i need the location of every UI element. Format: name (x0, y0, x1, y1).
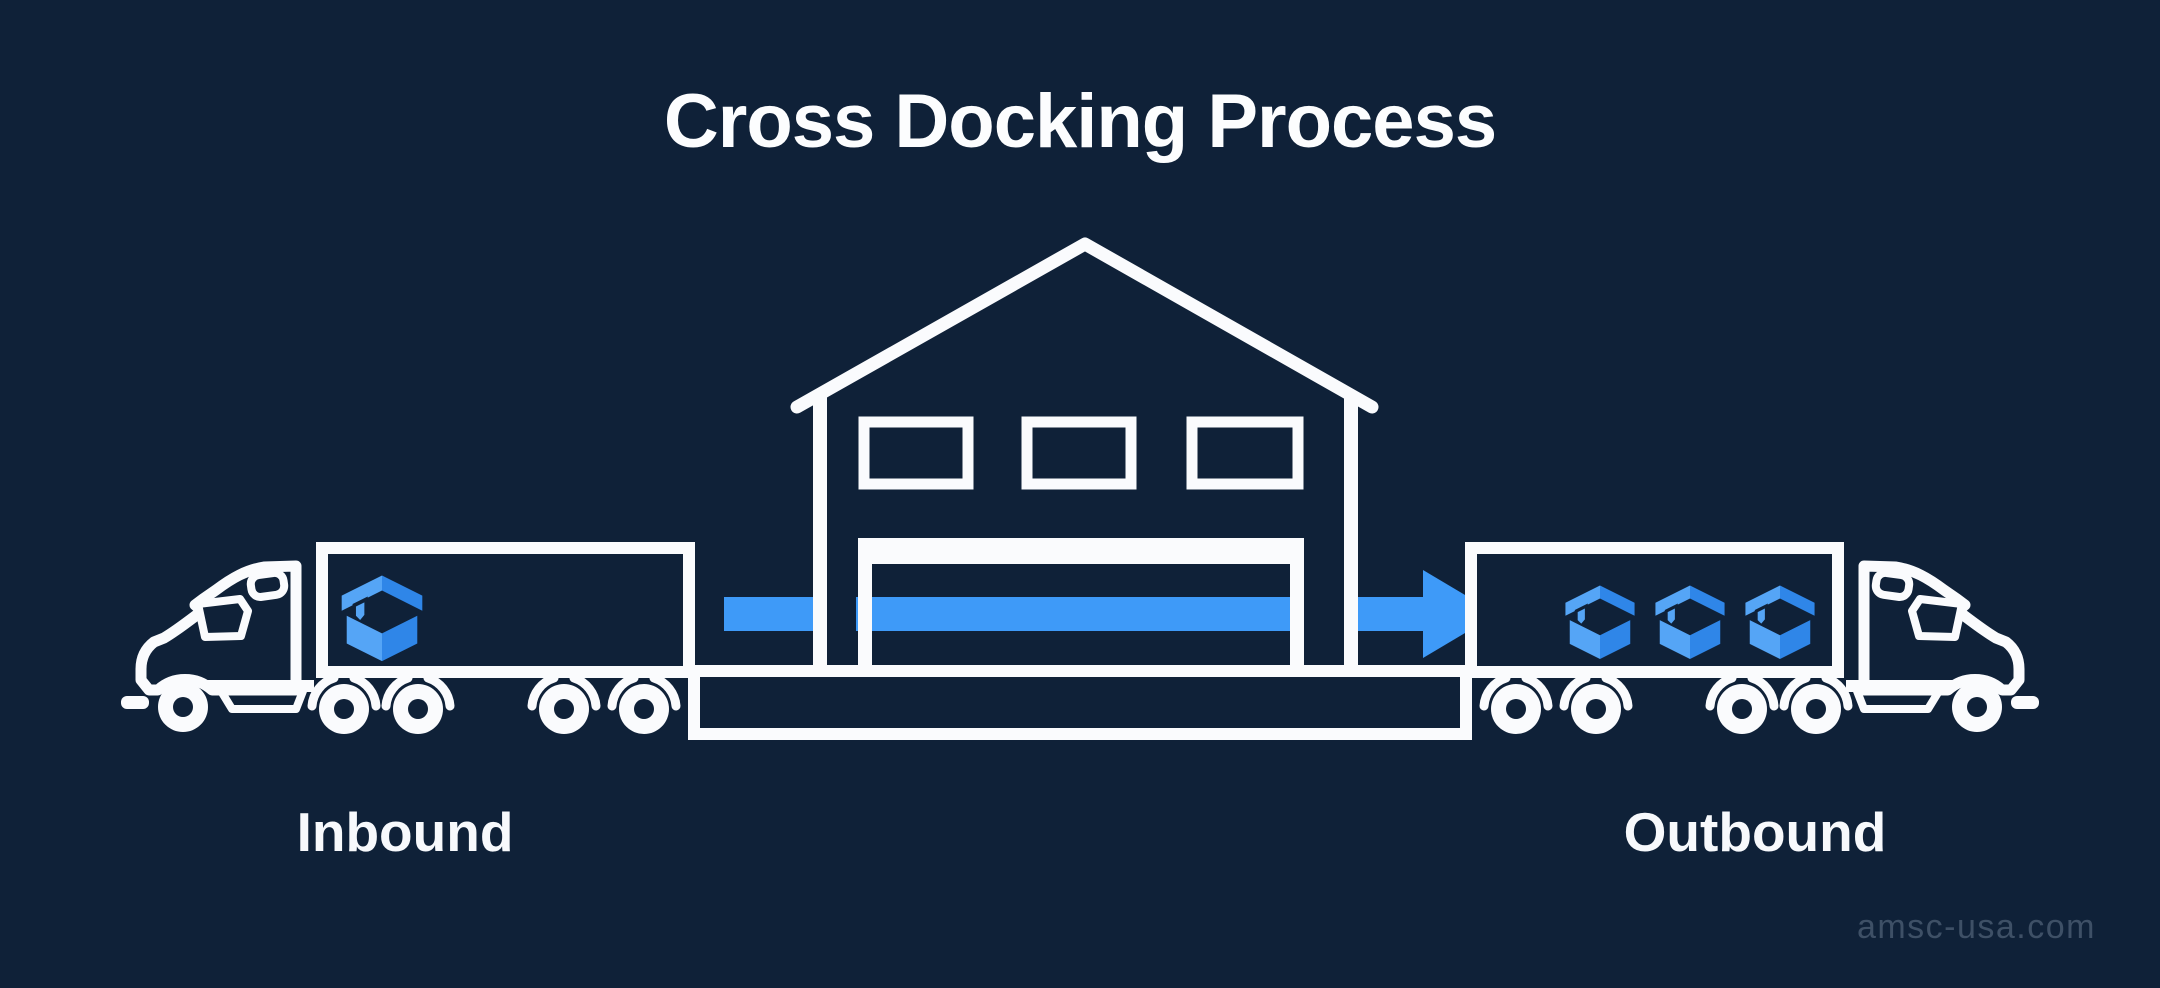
dock-door-header (858, 538, 1304, 564)
dock-door-jamb-left (858, 538, 872, 666)
dock-platform (688, 665, 1472, 740)
page-title: Cross Docking Process (663, 79, 1497, 164)
outbound-label: Outbound (1623, 801, 1887, 863)
arrow-head (1423, 570, 1497, 658)
dock-door-jamb-right (1290, 538, 1304, 666)
watermark-text: amsc-usa.com (1856, 908, 2096, 946)
warehouse-roof (790, 237, 1379, 414)
warehouse-window (1186, 416, 1304, 490)
flow-arrow-icon (724, 570, 1497, 658)
warehouse-window (858, 416, 974, 490)
warehouse-windows (858, 416, 1304, 490)
warehouse-wall-right (1344, 396, 1358, 666)
warehouse-wall-left (813, 396, 827, 666)
inbound-label: Inbound (296, 801, 514, 863)
warehouse-window (1021, 416, 1137, 490)
warehouse-frame (813, 396, 1358, 666)
